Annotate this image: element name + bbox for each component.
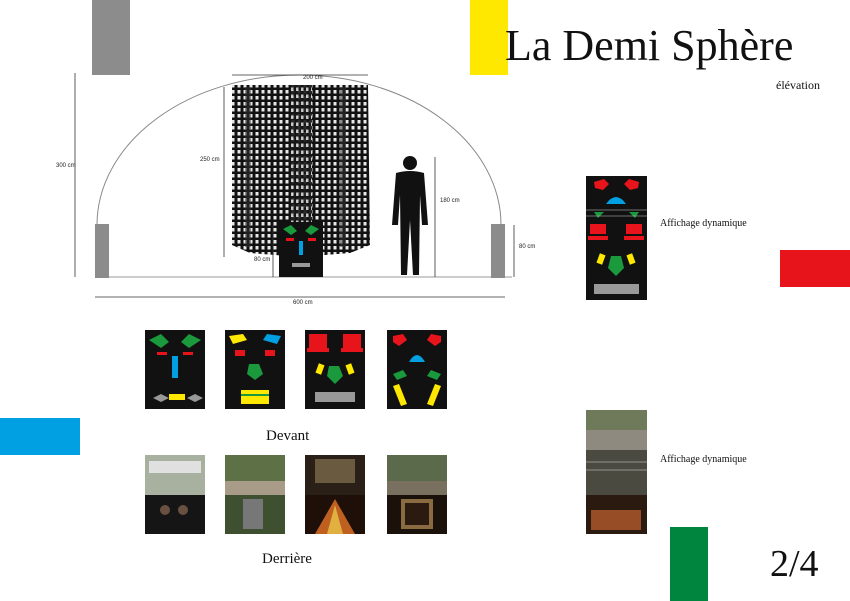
back-photo-2 (225, 455, 285, 534)
left-pillar (95, 224, 109, 278)
display-label-bottom: Affichage dynamique (660, 454, 747, 465)
person-silhouette (392, 156, 428, 275)
back-photo-4 (387, 455, 447, 534)
dim-width-total: 600 cm (293, 300, 313, 306)
display-photo-panel (586, 410, 647, 534)
right-pillar (491, 224, 505, 278)
page-number: 2/4 (770, 543, 819, 585)
front-panel-3 (305, 330, 365, 409)
dim-height-pillar: 80 cm (519, 244, 536, 250)
back-label: Derrière (262, 551, 312, 567)
back-photo-3 (305, 455, 365, 534)
display-totem-panel (586, 176, 647, 300)
front-panel-2 (225, 330, 285, 409)
front-panel-4 (387, 330, 447, 409)
page-title: La Demi Sphère (505, 21, 794, 70)
yellow-block (470, 0, 508, 75)
elevation-drawing (74, 73, 515, 298)
dim-height-person: 180 cm (440, 198, 460, 204)
dim-width-top: 200 cm (303, 75, 323, 81)
red-block (780, 250, 850, 287)
page-subtitle: élévation (776, 78, 820, 92)
back-photo-1 (145, 455, 205, 534)
front-panel-1 (145, 330, 205, 409)
green-block (670, 527, 708, 601)
dim-height-screen: 250 cm (200, 157, 220, 163)
dim-height-box: 80 cm (254, 257, 271, 263)
blue-block (0, 418, 80, 455)
front-label: Devant (266, 428, 310, 444)
dim-height-total: 300 cm (56, 163, 76, 169)
display-label-top: Affichage dynamique (660, 218, 747, 229)
grey-block (92, 0, 130, 75)
